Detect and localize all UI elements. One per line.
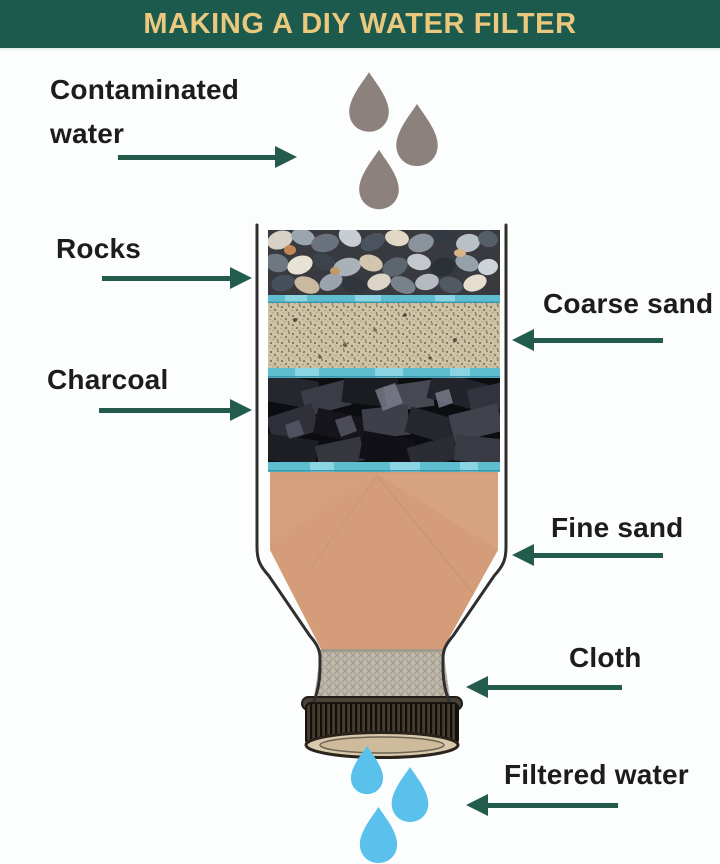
filter-bottle-graphic [255,223,508,759]
water-separator-band [268,368,500,378]
fine-sand-layer-texture [270,472,498,649]
filtered-water-arrow [466,794,618,816]
arrow-head [512,544,534,566]
contaminated-water-drop-icon [396,103,438,167]
arrow-head [230,399,252,421]
contaminated-water-drop-icon [359,149,399,210]
arrow-shaft [102,275,236,281]
title-bar: MAKING A DIY WATER FILTER [0,0,720,50]
charcoal-layer-texture [268,378,500,462]
bottle-cap [301,696,463,759]
arrow-shaft [482,802,618,808]
contaminated-water-arrow [118,146,297,168]
filtered-water-drop-icon [350,745,384,795]
arrow-head [230,267,252,289]
cloth-layer-texture [313,649,451,705]
rocks-arrow [102,267,252,289]
cloth-arrow [466,676,622,698]
filtered-water-drop-icon [359,807,398,863]
filtered-water-drop-icon [391,767,429,822]
page-title: MAKING A DIY WATER FILTER [143,7,577,40]
bottle-outline [255,223,508,703]
label-fine-sand: Fine sand [551,512,684,543]
water-separator-band [268,462,500,472]
arrow-head [512,329,534,351]
fine-sand-arrow [512,544,663,566]
rocks-layer-texture [268,230,500,295]
arrow-head [466,676,488,698]
arrow-shaft [99,407,236,413]
water-separator-band [268,295,500,303]
coarse-sand-arrow [512,329,663,351]
coarse-sand-layer-texture [268,303,500,368]
arrow-shaft [482,684,622,690]
label-coarse-sand: Coarse sand [543,288,714,319]
label-filtered-water: Filtered water [504,759,689,790]
arrow-shaft [528,552,663,558]
contaminated-water-drop-icon [349,72,389,132]
arrow-shaft [528,337,663,343]
charcoal-arrow [99,399,252,421]
label-cloth: Cloth [569,642,642,673]
label-rocks: Rocks [56,233,142,264]
arrow-head [466,794,488,816]
arrow-head [275,146,297,168]
arrow-shaft [118,154,281,160]
label-charcoal: Charcoal [47,364,169,395]
label-contaminated-water: Contaminated water [50,74,240,149]
